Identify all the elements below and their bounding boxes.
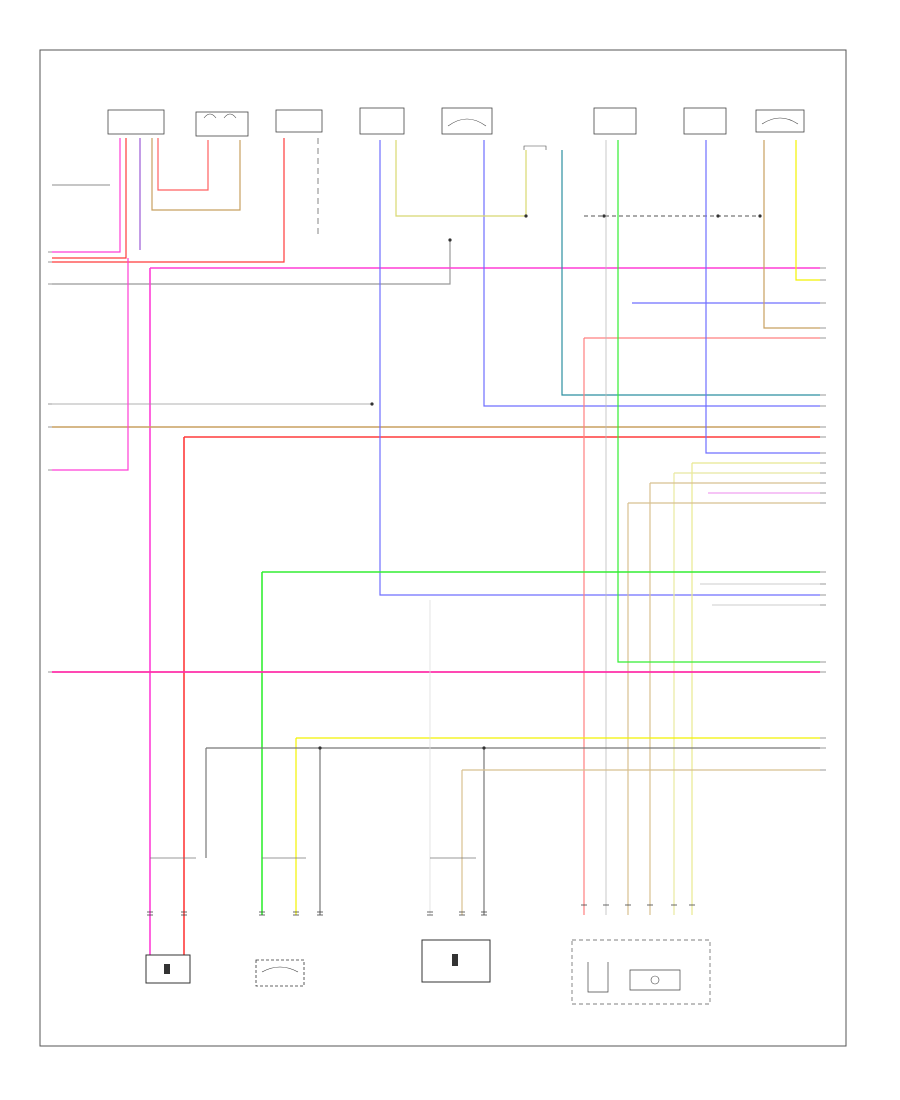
component-3 — [275, 109, 323, 133]
wire-green-top — [617, 140, 820, 663]
wire-red-left — [52, 138, 127, 259]
component-2 — [195, 111, 249, 137]
wire-blue-v2 — [483, 140, 820, 407]
wire-yellow-mid — [395, 140, 527, 217]
bottom-component-1 — [145, 954, 191, 984]
wire-pink-470 — [52, 258, 129, 471]
wire-red-loop — [157, 138, 209, 191]
bottom-component-2 — [255, 959, 305, 987]
component-1 — [107, 109, 165, 135]
wire-teal — [561, 150, 820, 396]
wires — [52, 138, 820, 955]
diagram-frame — [39, 49, 847, 1047]
component-5 — [441, 107, 493, 135]
splices — [318, 214, 762, 750]
component-8 — [683, 107, 727, 135]
wire-red-long — [52, 138, 285, 263]
component-4 — [359, 107, 405, 135]
wire-tan-328 — [763, 140, 820, 329]
component-6 — [523, 145, 547, 150]
connector-stubs — [147, 904, 695, 916]
left-edge-ticks — [48, 251, 52, 673]
bottom-components — [145, 939, 711, 1005]
wire-tan-loop — [151, 138, 241, 211]
component-7 — [593, 107, 637, 135]
wire-pink-left — [52, 138, 121, 253]
bottom-component-4 — [571, 939, 711, 1005]
wire-yellow-right — [795, 140, 820, 281]
right-edge-ticks — [820, 267, 826, 771]
wire-gray-mid — [52, 240, 451, 285]
component-9 — [755, 109, 805, 133]
wire-blue-top — [379, 140, 820, 596]
wire-blue-right — [705, 140, 820, 454]
top-components — [107, 107, 805, 150]
bottom-component-3 — [421, 939, 491, 983]
